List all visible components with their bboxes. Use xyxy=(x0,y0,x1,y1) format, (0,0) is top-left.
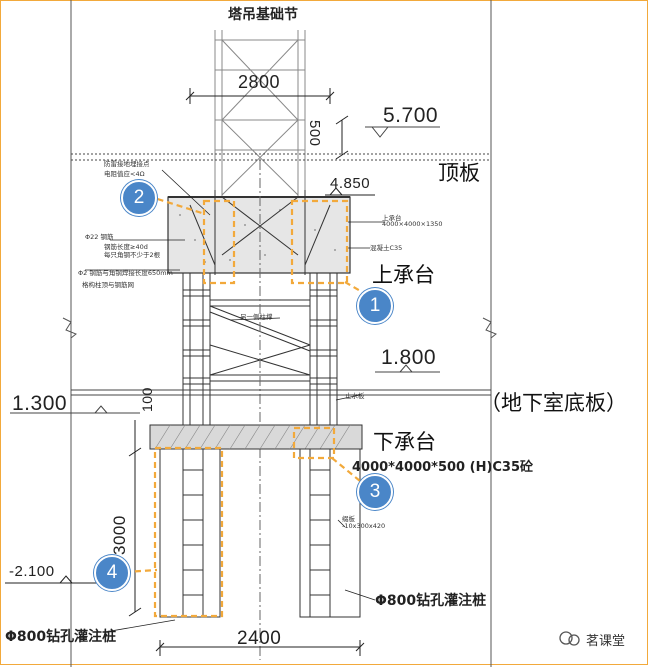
note-column-top: 格构柱顶与钢筋网 xyxy=(82,281,134,289)
drawing-borders xyxy=(62,0,497,667)
label-basement-floor: （地下室底板） xyxy=(480,391,627,415)
callout-4: 4 xyxy=(94,555,130,591)
highlight-box-1 xyxy=(290,199,349,285)
callout-2: 2 xyxy=(121,180,157,216)
lattice-columns xyxy=(182,160,338,660)
elev-minus-2100: -2.100 xyxy=(9,563,55,580)
note-batten-size: -10x300x420 xyxy=(342,522,386,530)
drawing-title: 塔吊基础节 xyxy=(228,7,298,23)
label-roof-slab: 顶板 xyxy=(438,161,480,185)
dim-3000: 3000 xyxy=(110,515,129,555)
note-other-side-brace: 另一侧柱撑 xyxy=(240,313,273,321)
note-weld-length: Φ2 钢筋与角钢焊接长度650mm xyxy=(78,269,173,277)
note-batten: 缀板 xyxy=(342,515,355,523)
callout-3: 3 xyxy=(357,474,393,510)
elev-1800: 1.800 xyxy=(381,346,437,369)
highlight-boxes xyxy=(124,194,363,618)
top-slab xyxy=(71,126,491,161)
note-rebar-22: Φ22 钢筋 xyxy=(85,233,114,241)
basement-floor xyxy=(10,364,491,414)
elev-5700: 5.700 xyxy=(383,104,439,127)
label-upper-cap: 上承台 xyxy=(372,263,435,287)
highlight-box-3 xyxy=(292,426,336,460)
dim-2400: 2400 xyxy=(237,628,282,649)
label-lower-cap-spec: 4000*4000*500 (H)C35砼 xyxy=(352,460,534,475)
elev-1300: 1.300 xyxy=(12,392,68,415)
label-pile-left: Φ800钻孔灌注桩 xyxy=(5,629,117,645)
dim-2800: 2800 xyxy=(238,72,281,92)
label-lower-cap: 下承台 xyxy=(373,430,436,454)
elev-4850: 4.850 xyxy=(330,175,371,192)
dim-2400-line xyxy=(155,640,365,656)
watermark-text: 茗课堂 xyxy=(586,634,626,649)
highlight-box-4 xyxy=(153,446,224,618)
leader-lines xyxy=(85,169,385,633)
note-angle-count: 每只角钢不少于2根 xyxy=(104,251,161,259)
upper-cap-body xyxy=(167,187,375,275)
note-lightning-ground: 防雷接地埋接点 xyxy=(104,160,150,168)
dim-3000-line xyxy=(128,447,142,617)
label-pile-right: Φ800钻孔灌注桩 xyxy=(375,593,487,609)
tower-section xyxy=(214,30,306,200)
note-rebar-length: 钢筋长度≥40d xyxy=(104,243,148,251)
note-waterstop: 止水板 xyxy=(345,392,365,400)
note-concrete: 混凝土C35 xyxy=(370,244,403,252)
dim-2800-line xyxy=(185,88,335,104)
note-upper-cap-size: 4000×4000×1350 xyxy=(382,220,443,228)
dim-500-line xyxy=(335,115,349,160)
callout-1: 1 xyxy=(357,288,393,324)
highlight-box-2 xyxy=(202,199,236,285)
dim-100: 100 xyxy=(139,387,155,412)
dim-500: 500 xyxy=(306,120,323,147)
note-resistance: 电阻值应<4Ω xyxy=(104,170,145,178)
watermark-icon xyxy=(559,631,580,646)
note-upper-cap: 上承台 xyxy=(382,214,402,222)
elev-minus-2100 xyxy=(5,575,110,584)
